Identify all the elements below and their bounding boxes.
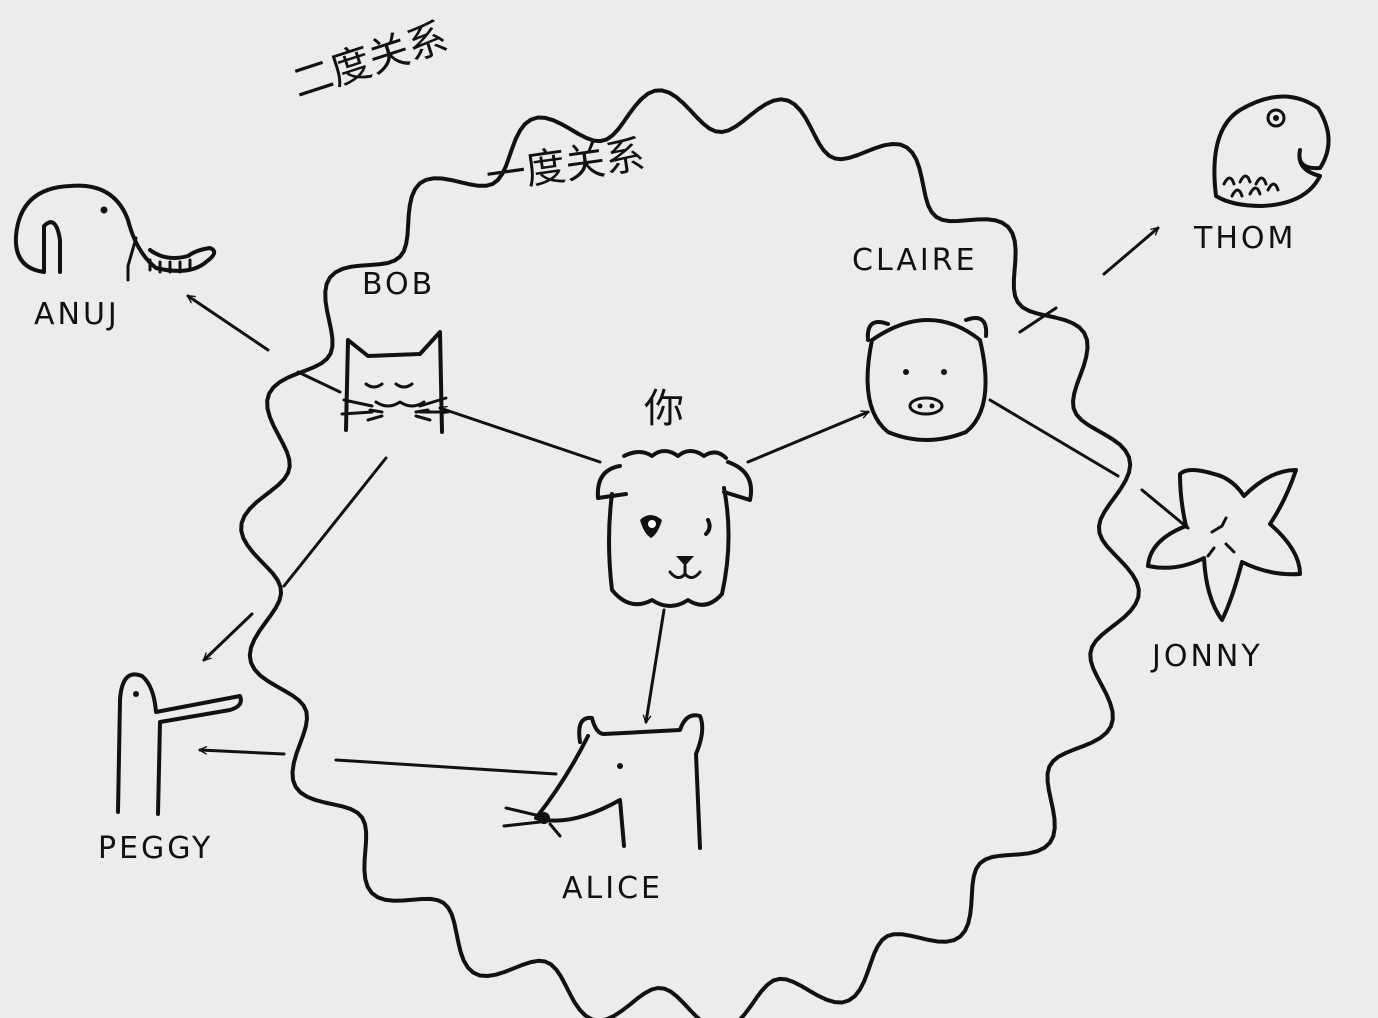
edge-bob-peggy-outer — [202, 612, 254, 662]
node-label-alice: ALICE — [562, 871, 663, 906]
node-label-you: 你 — [644, 386, 684, 432]
pig-icon — [865, 316, 989, 442]
edge-bob-anuj-inner — [296, 370, 342, 394]
node-label-bob: BOB — [362, 267, 435, 302]
node-label-anuj: ANUJ — [34, 297, 120, 332]
edge-alice-peggy-outer — [198, 746, 286, 756]
edge-claire-jonny-outer — [1140, 488, 1190, 530]
node-label-peggy: PEGGY — [98, 831, 213, 866]
node-label-thom: THOM — [1193, 221, 1296, 256]
second-degree-label: 二度关系 — [287, 14, 453, 107]
edge-alice-peggy-inner — [334, 758, 558, 776]
edges — [186, 226, 1190, 776]
edge-you-alice — [642, 608, 666, 724]
edge-you-claire — [746, 410, 870, 464]
edge-bob-anuj-outer — [186, 294, 270, 352]
edge-claire-thom-outer — [1102, 226, 1160, 276]
first-degree-boundary — [239, 88, 1141, 1018]
edge-bob-peggy-inner — [282, 456, 388, 588]
bird-icon — [116, 672, 243, 816]
first-degree-label: 一度关系 — [483, 132, 648, 200]
edge-claire-thom-inner — [1018, 306, 1058, 334]
starfish-icon — [1146, 468, 1302, 622]
elephant-icon — [13, 183, 217, 282]
fish-icon — [1212, 94, 1331, 208]
edge-claire-jonny-inner — [988, 398, 1120, 478]
edge-you-bob — [438, 405, 602, 464]
rat-icon — [502, 713, 705, 850]
cat-icon — [340, 330, 450, 434]
node-label-jonny: JONNY — [1150, 639, 1263, 674]
node-label-claire: CLAIRE — [852, 243, 978, 278]
dog-icon — [595, 449, 753, 608]
